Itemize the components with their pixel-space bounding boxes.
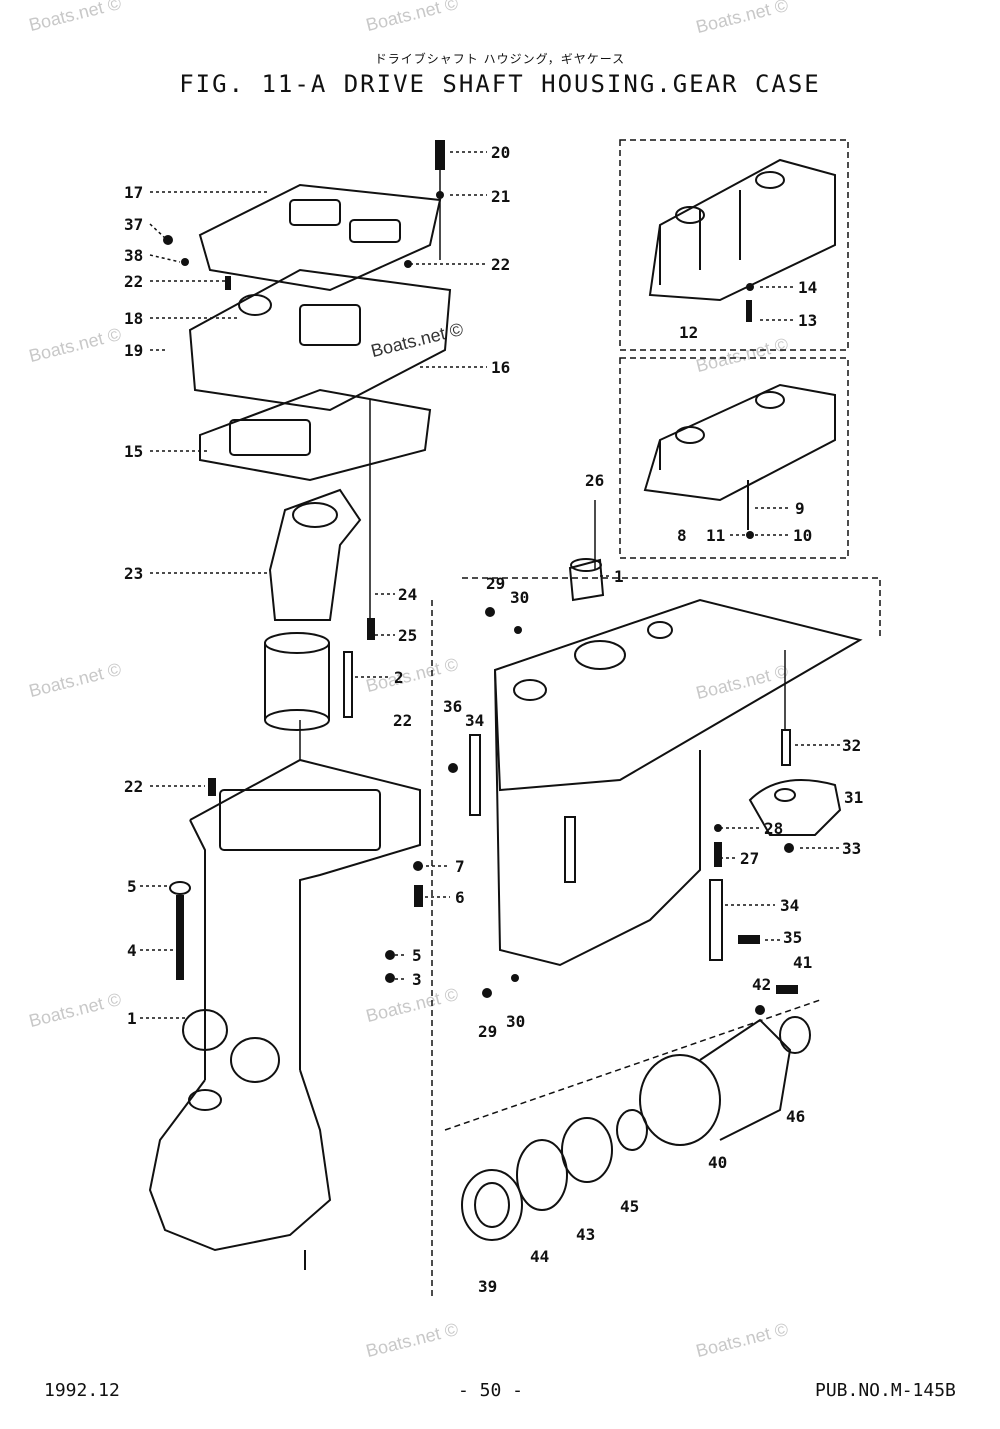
part-34-anode-lower (709, 879, 723, 961)
callout-26: 26 (585, 471, 604, 490)
footer-publication-number: PUB.NO.M-145B (815, 1380, 956, 1401)
callout-21: 21 (491, 187, 510, 206)
callout-22: 22 (124, 272, 143, 291)
callout-1: 1 (614, 567, 624, 586)
figure-subtitle-japanese: ドライブシャフト ハウジング，ギヤケース (374, 52, 626, 66)
callout-30: 30 (510, 588, 529, 607)
callout-22: 22 (491, 255, 510, 274)
callout-20: 20 (491, 143, 510, 162)
callout-35: 35 (783, 928, 802, 947)
figure-title: FIG. 11-A DRIVE SHAFT HOUSING.GEAR CASE (179, 70, 821, 98)
part-44-o-ring (516, 1139, 568, 1211)
callout-28: 28 (764, 819, 783, 838)
callout-43: 43 (576, 1225, 595, 1244)
callout-14: 14 (798, 278, 817, 297)
part-17-gasket (198, 183, 442, 292)
footer-page-number: - 50 - (458, 1380, 524, 1401)
part-15-gasket (199, 388, 432, 482)
callout-19: 19 (124, 341, 143, 360)
callout-29: 29 (478, 1022, 497, 1041)
part-40-bearing-housing (639, 1016, 811, 1146)
callout-40: 40 (708, 1153, 727, 1172)
callout-17: 17 (124, 183, 143, 202)
callout-42: 42 (752, 975, 771, 994)
callout-23: 23 (124, 564, 143, 583)
callout-12: 12 (679, 323, 698, 342)
callout-46: 46 (786, 1107, 805, 1126)
part-34-anode (469, 734, 481, 816)
callout-18: 18 (124, 309, 143, 328)
callout-13: 13 (798, 311, 817, 330)
callout-10: 10 (793, 526, 812, 545)
callout-15: 15 (124, 442, 143, 461)
callout-29: 29 (486, 574, 505, 593)
callout-41: 41 (793, 953, 812, 972)
callout-7: 7 (455, 857, 465, 876)
callout-3: 3 (412, 970, 422, 989)
callout-38: 38 (124, 246, 143, 265)
callout-9: 9 (795, 499, 805, 518)
callout-44: 44 (530, 1247, 549, 1266)
callout-24: 24 (398, 585, 417, 604)
group-box-8 (619, 357, 849, 559)
callout-16: 16 (491, 358, 510, 377)
callout-8: 8 (677, 526, 687, 545)
callout-30: 30 (506, 1012, 525, 1031)
gear-case (493, 558, 863, 967)
callout-37: 37 (124, 215, 143, 234)
callout-39: 39 (478, 1277, 497, 1296)
callout-22: 22 (124, 777, 143, 796)
callout-45: 45 (620, 1197, 639, 1216)
group-box-12 (619, 139, 849, 351)
drive-shaft-housing (148, 758, 421, 1270)
callout-2: 2 (394, 668, 404, 687)
callout-11: 11 (706, 526, 725, 545)
part-43-bearing (561, 1117, 613, 1183)
callout-31: 31 (844, 788, 863, 807)
part-16-plate (188, 268, 452, 412)
part-8-extension (643, 383, 836, 530)
callout-22: 22 (393, 711, 412, 730)
callout-4: 4 (127, 941, 137, 960)
callout-5: 5 (127, 877, 137, 896)
callout-34: 34 (780, 896, 799, 915)
part-12-extension (648, 158, 836, 302)
callout-32: 32 (842, 736, 861, 755)
footer-date: 1992.12 (44, 1380, 120, 1401)
callout-33: 33 (842, 839, 861, 858)
part-31-trim-tab (748, 729, 842, 836)
callout-36: 36 (443, 697, 462, 716)
callout-27: 27 (740, 849, 759, 868)
callout-25: 25 (398, 626, 417, 645)
part-45-sleeve (616, 1109, 648, 1151)
callout-6: 6 (455, 888, 465, 907)
callout-5: 5 (412, 946, 422, 965)
callout-1: 1 (127, 1009, 137, 1028)
part-2-muffler (264, 632, 353, 731)
part-23-exhaust (268, 488, 362, 621)
part-39-bearing (461, 1169, 523, 1241)
callout-34: 34 (465, 711, 484, 730)
